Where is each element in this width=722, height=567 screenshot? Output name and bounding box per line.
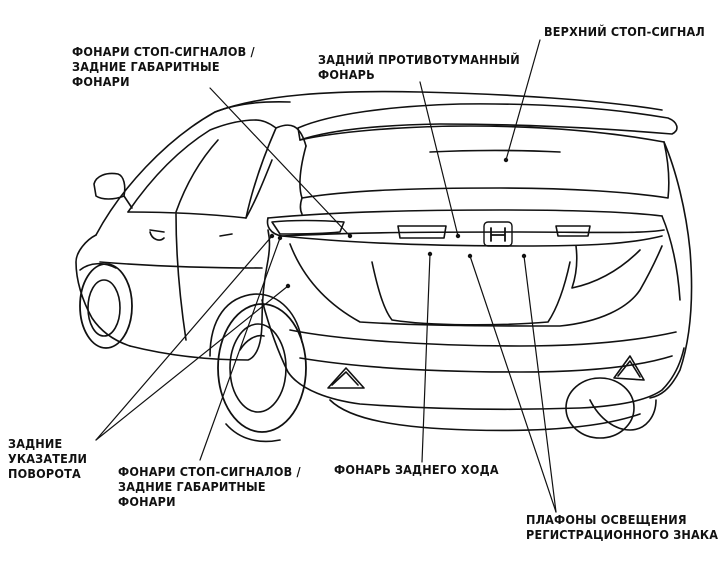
label-line: ЗАДНИЕ ГАБАРИТНЫЕ	[72, 59, 220, 74]
label-line: ФОНАРИ	[72, 74, 130, 89]
leader-high-mount	[505, 39, 541, 161]
leader-brake-tail-bottom	[199, 237, 281, 461]
leader-turn-2	[95, 285, 289, 441]
label-line: ФОНАРИ СТОП-СИГНАЛОВ /	[72, 44, 255, 59]
label-reverse-light: ФОНАРЬ ЗАДНЕГО ХОДА	[334, 462, 499, 477]
label-line: УКАЗАТЕЛИ	[8, 451, 88, 466]
label-brake-tail-lights-bottom: ФОНАРИ СТОП-СИГНАЛОВ / ЗАДНИЕ ГАБАРИТНЫЕ…	[118, 464, 301, 509]
label-line: ФОНАРЬ ЗАДНЕГО ХОДА	[334, 462, 499, 477]
label-line: ПОВОРОТА	[8, 466, 81, 481]
label-line: ФОНАРИ	[118, 494, 176, 509]
label-line: ЗАДНИЕ ГАБАРИТНЫЕ	[118, 479, 266, 494]
label-line: ФОНАРИ СТОП-СИГНАЛОВ /	[118, 464, 301, 479]
label-brake-tail-lights-top: ФОНАРИ СТОП-СИГНАЛОВ / ЗАДНИЕ ГАБАРИТНЫЕ…	[72, 44, 255, 89]
label-license-plate-lights: ПЛАФОНЫ ОСВЕЩЕНИЯ РЕГИСТРАЦИОННОГО ЗНАКА	[526, 512, 718, 542]
leader-license-2	[523, 255, 557, 513]
leader-arrowheads	[269, 157, 527, 289]
leader-lines	[95, 39, 557, 513]
car-body	[75, 90, 693, 443]
label-rear-turn-signals: ЗАДНИЕ УКАЗАТЕЛИ ПОВОРОТА	[8, 436, 87, 481]
label-line: ЗАДНИЙ ПРОТИВОТУМАННЫЙ	[318, 52, 520, 67]
leader-turn-1	[95, 235, 273, 441]
leader-brake-tail-top	[209, 87, 351, 237]
brand-logo	[483, 221, 513, 247]
leader-license-1	[469, 255, 557, 513]
label-rear-fog-light: ЗАДНИЙ ПРОТИВОТУМАННЫЙ ФОНАРЬ	[318, 52, 520, 82]
label-line: ФОНАРЬ	[318, 67, 375, 82]
label-line: ВЕРХНИЙ СТОП-СИГНАЛ	[544, 24, 705, 39]
leader-reverse	[421, 253, 431, 463]
label-line: ПЛАФОНЫ ОСВЕЩЕНИЯ	[526, 512, 687, 527]
label-line: ЗАДНИЕ	[8, 436, 63, 451]
label-high-mount-brake-light: ВЕРХНИЙ СТОП-СИГНАЛ	[544, 24, 705, 39]
leader-rear-fog	[419, 81, 459, 237]
label-line: РЕГИСТРАЦИОННОГО ЗНАКА	[526, 527, 719, 542]
